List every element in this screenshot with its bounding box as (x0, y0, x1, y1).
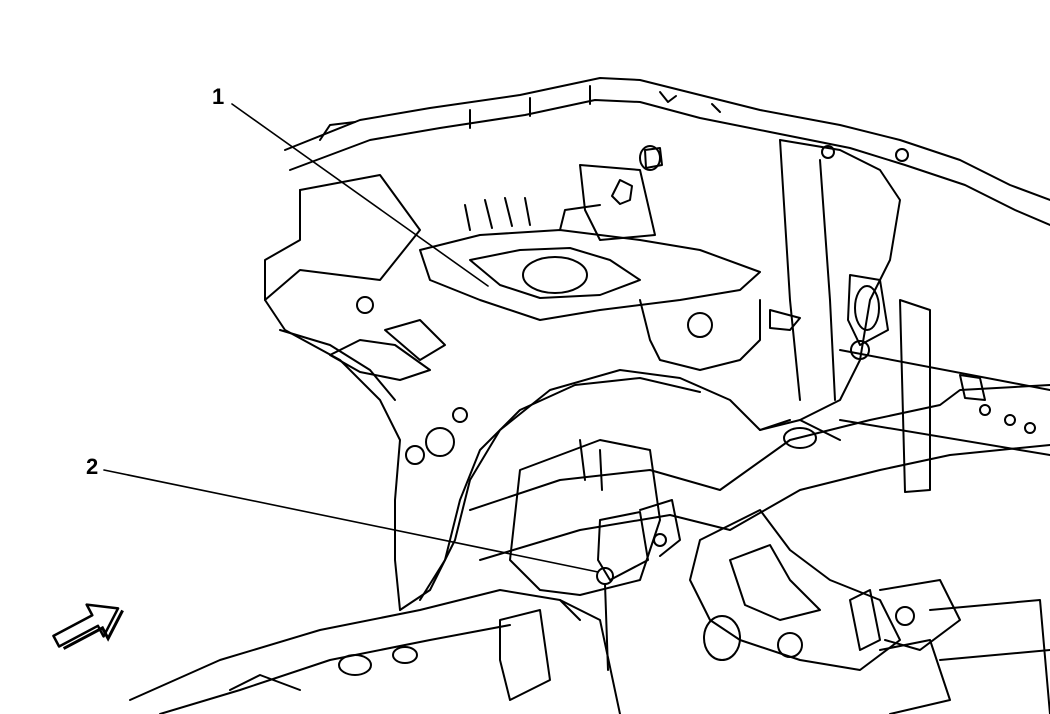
leader-line-1 (231, 103, 489, 287)
sensor-bracket (509, 439, 681, 671)
front-bottom-rail (129, 589, 621, 714)
inner-wheelhouse (264, 174, 791, 611)
callout-label-2: 2 (86, 454, 98, 479)
lower-frame-rail (469, 299, 1050, 561)
upper-support-rail (284, 77, 1050, 226)
lower-control-arm (689, 509, 1050, 714)
front-arrow-icon (52, 603, 124, 650)
leader-line-2 (103, 469, 599, 573)
right-side-panel (639, 139, 909, 421)
callout-label-1: 1 (212, 84, 224, 109)
engine-mount-assembly (419, 164, 801, 371)
